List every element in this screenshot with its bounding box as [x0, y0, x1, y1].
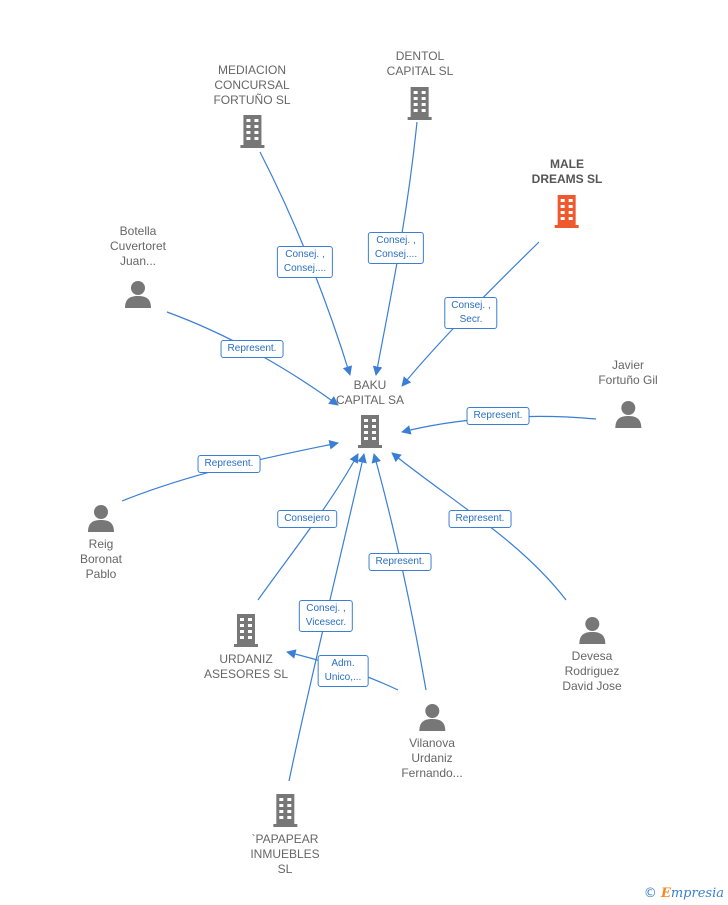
- edge-label-mediacion-to-baku[interactable]: Consej. ,Consej....: [276, 246, 334, 278]
- person-icon: [562, 615, 621, 645]
- building-icon: [336, 413, 404, 449]
- edge-label-papapear-to-baku[interactable]: Consej. ,Vicesecr.: [298, 600, 354, 632]
- person-icon: [110, 279, 166, 309]
- edge-label-reig-to-baku[interactable]: Represent.: [197, 455, 261, 473]
- edge-urdaniz-to-baku: [257, 453, 359, 601]
- building-icon: [250, 792, 319, 828]
- person-icon: [598, 399, 657, 429]
- edge-label-vilanova-to-urdaniz[interactable]: Adm.Unico,...: [317, 655, 369, 687]
- building-icon: [387, 85, 454, 121]
- edge-label-urdaniz-to-baku[interactable]: Consejero: [277, 510, 337, 528]
- empresia-logo: © Empresia: [643, 886, 724, 901]
- edge-label-male-to-baku[interactable]: Consej. ,Secr.: [444, 297, 498, 329]
- edge-label-javier-to-baku[interactable]: Represent.: [466, 407, 530, 425]
- building-icon: [532, 193, 603, 229]
- edge-label-vilanova-to-baku[interactable]: Represent.: [368, 553, 432, 571]
- person-icon: [80, 503, 122, 533]
- person-icon: [401, 702, 462, 732]
- edge-label-botella-to-baku[interactable]: Represent.: [220, 340, 284, 358]
- building-icon: [204, 612, 288, 648]
- edge-botella-to-baku: [166, 311, 339, 406]
- edge-vilanova-to-baku: [371, 453, 427, 691]
- edge-label-devesa-to-baku[interactable]: Represent.: [448, 510, 512, 528]
- building-icon: [213, 113, 290, 149]
- edge-label-dentol-to-baku[interactable]: Consej. ,Consej....: [367, 232, 425, 264]
